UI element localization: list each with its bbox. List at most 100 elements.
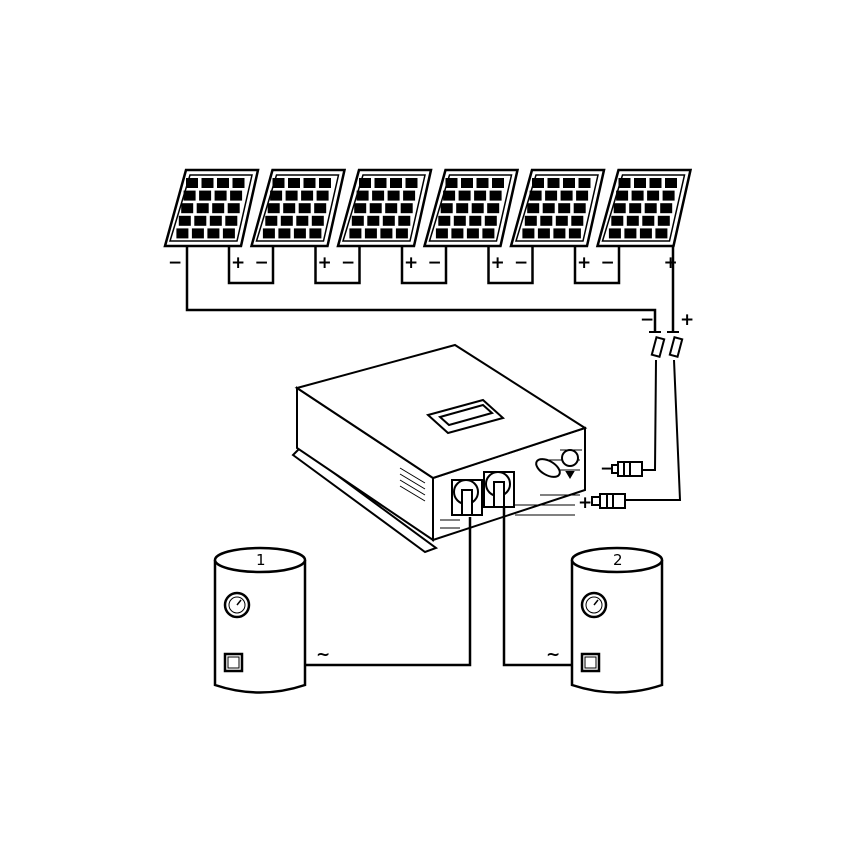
solar-cell xyxy=(555,215,568,226)
solar-cell xyxy=(403,190,416,201)
solar-cell xyxy=(227,203,240,214)
solar-cell xyxy=(298,203,311,214)
solar-cell xyxy=(217,178,229,188)
dc-input-gland xyxy=(535,458,561,478)
solar-cell xyxy=(194,215,207,226)
solar-cell xyxy=(445,178,458,188)
solar-panel: −+ xyxy=(163,168,275,285)
solar-cell xyxy=(453,215,466,226)
solar-cell xyxy=(395,228,408,239)
solar-cell xyxy=(270,190,283,201)
solar-cell xyxy=(440,203,453,214)
solar-cell xyxy=(181,203,194,214)
solar-cell xyxy=(571,215,584,226)
solar-cell xyxy=(613,203,626,214)
solar-cell xyxy=(634,178,646,188)
solar-cell xyxy=(578,178,591,188)
solar-cell xyxy=(657,215,670,226)
solar-cell xyxy=(390,178,402,188)
solar-cell xyxy=(489,190,502,201)
connector-plus-label: + xyxy=(578,493,592,513)
solar-panel: −+ xyxy=(422,168,534,285)
bus-plus-label: + xyxy=(680,310,694,330)
dc-input-knob xyxy=(561,449,579,467)
solar-cell xyxy=(644,203,657,214)
solar-cell xyxy=(285,190,298,201)
panel-minus-label: − xyxy=(341,253,355,273)
solar-cell xyxy=(199,190,212,201)
solar-cell xyxy=(380,228,393,239)
solar-cell xyxy=(225,215,238,226)
solar-cell xyxy=(558,203,571,214)
solar-cell xyxy=(176,228,189,239)
solar-cell xyxy=(301,190,314,201)
mounting-flange xyxy=(291,446,439,554)
tank-switch xyxy=(223,652,244,673)
series-link-wire xyxy=(573,246,621,285)
solar-cell xyxy=(309,228,322,239)
solar-cell xyxy=(319,178,331,188)
solar-cell xyxy=(356,190,369,201)
solar-cell xyxy=(303,178,316,188)
solar-panel: −+ xyxy=(509,168,621,285)
panel-plus-label: + xyxy=(577,253,591,273)
tank-number: 1 xyxy=(256,551,266,569)
solar-cell xyxy=(482,228,495,239)
connector-minus-label: − xyxy=(600,459,614,479)
solar-cell xyxy=(529,190,542,201)
solar-cell xyxy=(540,215,553,226)
solar-cell xyxy=(616,190,629,201)
solar-panel: −+ xyxy=(249,168,361,285)
ac-wire-tank-1 xyxy=(305,517,472,667)
solar-cell xyxy=(272,178,285,188)
solar-controller-unit xyxy=(291,343,588,554)
ac-label-1: ~ xyxy=(316,645,330,665)
solar-cell xyxy=(611,215,624,226)
solar-cell xyxy=(662,190,675,201)
series-link-wire xyxy=(314,246,361,285)
solar-cell xyxy=(461,178,473,188)
negative-bus-wire xyxy=(185,246,657,332)
solar-cell xyxy=(367,215,380,226)
solar-cell xyxy=(288,178,300,188)
tank-number: 2 xyxy=(613,551,623,569)
solar-cell xyxy=(542,203,555,214)
solar-cell xyxy=(212,203,225,214)
solar-cell xyxy=(487,203,500,214)
solar-cell xyxy=(563,178,575,188)
solar-cell xyxy=(232,178,245,188)
panel-plus-label: + xyxy=(318,253,332,273)
solar-cell xyxy=(524,215,537,226)
solar-cell xyxy=(372,190,385,201)
solar-cell xyxy=(222,228,235,239)
solar-cell xyxy=(474,190,487,201)
solar-cell xyxy=(374,178,387,188)
water-heater-tank: 2 xyxy=(570,546,664,694)
series-link-wire xyxy=(487,246,534,285)
solar-cell xyxy=(568,228,581,239)
solar-cell xyxy=(314,203,327,214)
solar-cell xyxy=(293,228,306,239)
solar-cell xyxy=(456,203,469,214)
solar-cell xyxy=(458,190,471,201)
solar-cell xyxy=(382,215,395,226)
solar-cell xyxy=(649,178,662,188)
solar-cell xyxy=(351,215,364,226)
solar-cell xyxy=(471,203,484,214)
solar-cell xyxy=(466,228,479,239)
solar-cell xyxy=(405,178,418,188)
solar-cell xyxy=(545,190,558,201)
solar-cell xyxy=(451,228,464,239)
panel-minus-label: − xyxy=(255,253,269,273)
solar-cell xyxy=(560,190,573,201)
tank-switch xyxy=(580,652,601,673)
solar-cell xyxy=(265,215,278,226)
solar-cell xyxy=(178,215,191,226)
solar-cell xyxy=(364,228,377,239)
solar-cell xyxy=(527,203,540,214)
solar-cell xyxy=(369,203,382,214)
bus-minus-label: − xyxy=(640,310,654,330)
solar-cell xyxy=(655,228,668,239)
solar-cell xyxy=(354,203,367,214)
